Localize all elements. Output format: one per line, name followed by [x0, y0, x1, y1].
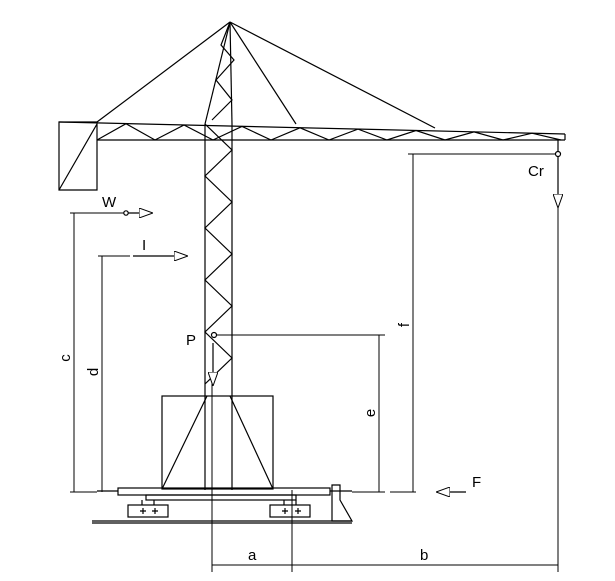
label-dim-e: e	[362, 409, 379, 417]
label-dim-b: b	[420, 547, 428, 564]
stays	[96, 21, 436, 129]
label-dim-a: a	[248, 547, 257, 564]
force-arrows	[123, 156, 558, 492]
pivot-point-marker	[210, 331, 218, 339]
jib	[58, 121, 566, 141]
hook-point	[554, 150, 562, 158]
label-dim-d: d	[85, 368, 102, 376]
dimension-lines	[70, 153, 559, 572]
label-base-force: F	[472, 474, 481, 491]
ballast-block	[161, 395, 274, 490]
wind-force-point	[123, 210, 129, 216]
label-inertia-force: I	[142, 237, 146, 254]
label-pivot-point: P	[186, 332, 196, 349]
counterweight	[58, 121, 98, 191]
label-dim-f: f	[396, 322, 413, 327]
label-dim-c: c	[57, 354, 74, 362]
tower-mast	[204, 21, 235, 490]
labels: W I P Cr F a b c d e f	[57, 163, 544, 564]
chassis	[92, 484, 354, 524]
label-wind-force: W	[102, 194, 117, 211]
label-counter-reaction: Cr	[528, 163, 544, 180]
